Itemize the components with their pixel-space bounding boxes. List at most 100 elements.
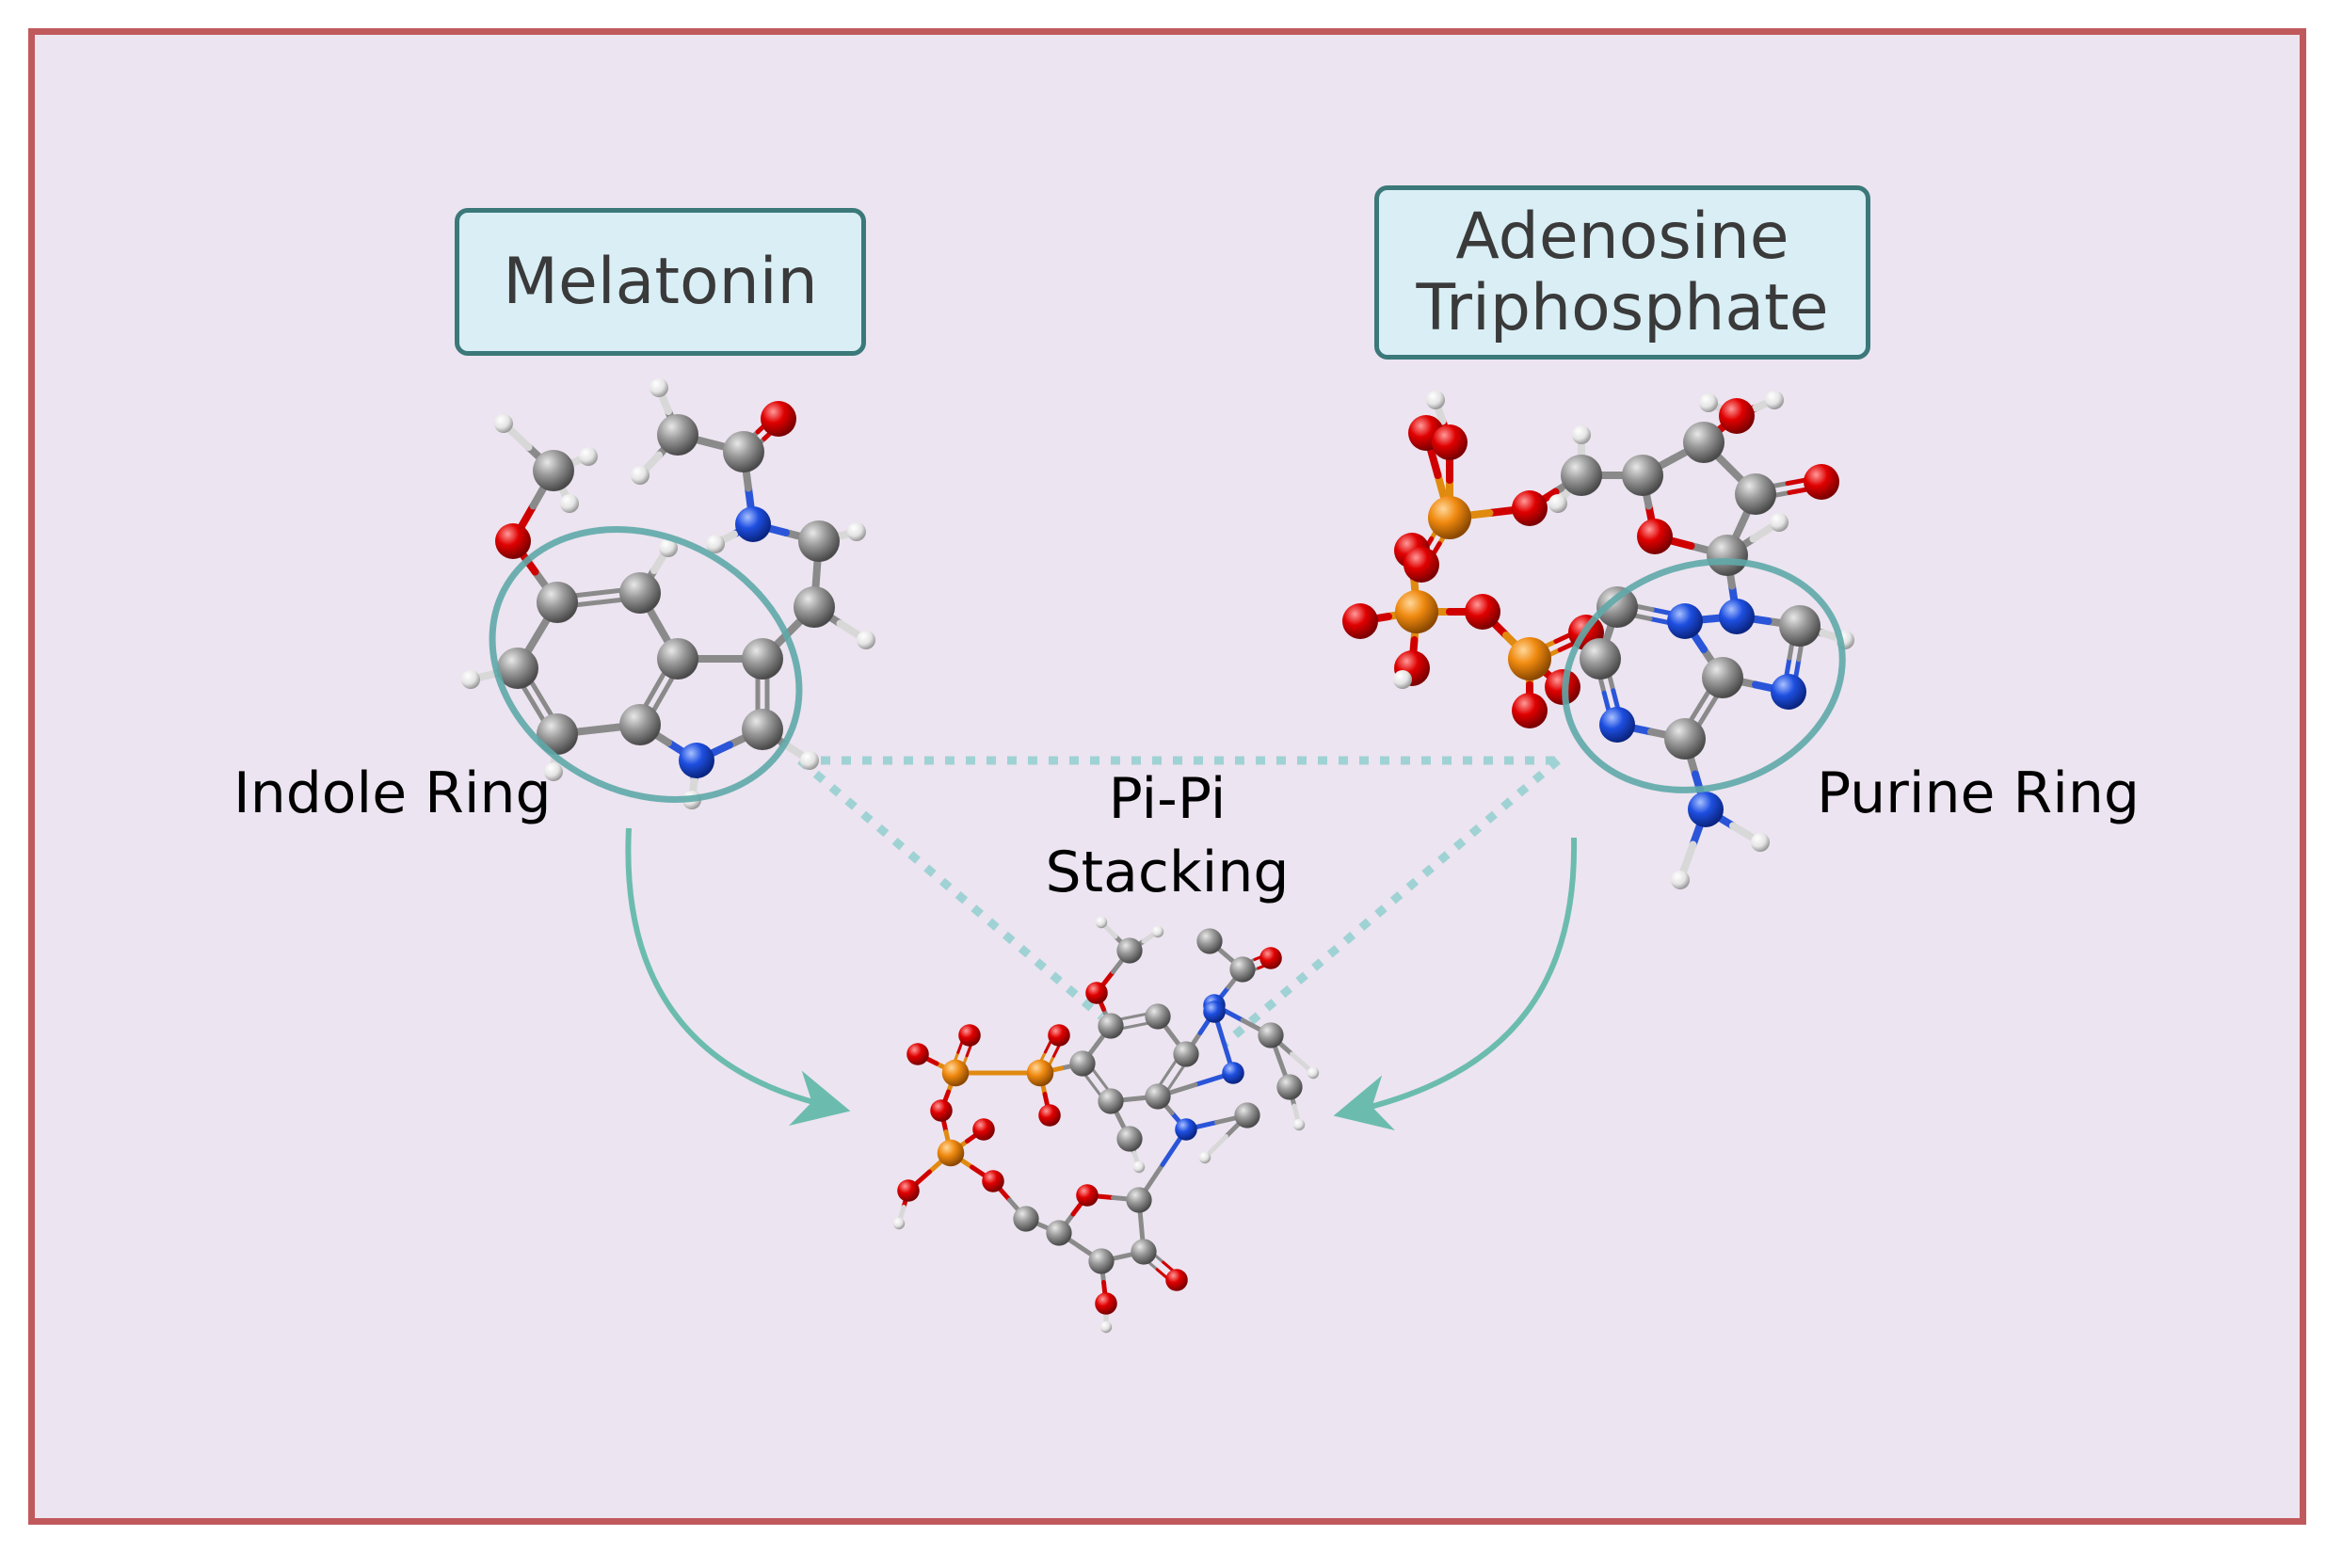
- oxygen-atom: [1719, 398, 1755, 434]
- hydrogen-atom: [1548, 494, 1567, 513]
- carbon-atom: [619, 572, 661, 614]
- oxygen-atom: [1076, 1184, 1099, 1207]
- carbon-atom: [1707, 535, 1748, 576]
- hydrogen-atom: [1099, 1320, 1113, 1334]
- oxygen-atom: [1259, 947, 1282, 969]
- oxygen-atom: [1804, 464, 1839, 500]
- nitrogen-atom: [735, 506, 771, 542]
- carbon-atom: [657, 414, 698, 456]
- hydrogen-atom: [1671, 871, 1690, 889]
- stacked-complex-molecule: [892, 916, 1320, 1334]
- carbon-atom: [1779, 605, 1821, 647]
- hydrogen-atom: [631, 466, 650, 485]
- carbon-atom: [1098, 1088, 1124, 1114]
- indole-ring-highlight: [489, 526, 803, 803]
- carbon-atom: [1088, 1248, 1115, 1274]
- indole-ring-label: Indole Ring: [233, 760, 552, 826]
- carbon-atom: [1046, 1220, 1072, 1246]
- carbon-atom: [798, 520, 840, 562]
- carbon-atom: [1145, 1003, 1171, 1030]
- hydrogen-atom: [461, 670, 480, 689]
- carbon-atom: [794, 586, 835, 628]
- atp-title-box: Adenosine Triphosphate: [1374, 185, 1870, 360]
- carbon-atom: [1131, 1239, 1157, 1265]
- oxygen-atom: [1512, 490, 1548, 526]
- carbon-atom: [1702, 657, 1743, 698]
- hydrogen-atom: [800, 751, 819, 770]
- phosphorus-atom: [1428, 496, 1471, 539]
- hydrogen-atom: [1292, 1118, 1306, 1131]
- carbon-atom: [742, 638, 783, 680]
- nitrogen-atom: [679, 743, 714, 778]
- oxygen-atom: [906, 1043, 929, 1065]
- oxygen-atom: [1048, 1024, 1070, 1047]
- oxygen-atom: [1038, 1104, 1061, 1127]
- carbon-atom: [1126, 1187, 1152, 1213]
- oxygen-atom: [1095, 1292, 1117, 1315]
- carbon-atom: [1561, 455, 1602, 496]
- left-curved-arrow: [625, 827, 851, 1127]
- atp-title-line2: Triphosphate: [1416, 270, 1829, 345]
- carbon-atom: [1069, 1050, 1096, 1077]
- pi-pi-stacking-label: Pi-Pi Stacking: [1017, 762, 1318, 909]
- hydrogen-atom: [1132, 1160, 1146, 1174]
- phosphorus-atom: [1395, 590, 1438, 633]
- carbon-atom: [1116, 1126, 1143, 1152]
- nitrogen-atom: [1771, 674, 1806, 710]
- hydrogen-atom: [1393, 670, 1412, 689]
- carbon-atom: [1234, 1102, 1260, 1128]
- hydrogen-atom: [1307, 1066, 1320, 1080]
- right-curved-arrow: [1333, 837, 1578, 1130]
- carbon-atom: [533, 450, 574, 491]
- carbon-atom: [1580, 638, 1621, 680]
- phosphorus-atom: [1026, 1059, 1054, 1087]
- melatonin-title: Melatonin: [503, 244, 818, 319]
- hydrogen-atom: [650, 378, 668, 397]
- oxygen-atom: [972, 1118, 995, 1141]
- carbon-atom: [1116, 937, 1143, 964]
- hydrogen-atom: [494, 414, 513, 433]
- phosphorus-atom: [937, 1139, 965, 1167]
- oxygen-atom: [1432, 424, 1468, 460]
- oxygen-atom: [761, 401, 796, 437]
- carbon-atom: [1276, 1074, 1303, 1100]
- carbon-atom: [1098, 1013, 1124, 1039]
- hydrogen-atom: [1095, 916, 1108, 929]
- oxygen-atom: [897, 1179, 920, 1202]
- carbon-atom: [537, 713, 578, 755]
- carbon-atom: [1735, 473, 1776, 515]
- carbon-atom: [742, 709, 783, 750]
- hydrogen-atom: [1765, 391, 1784, 409]
- hydrogen-atom: [1426, 391, 1445, 409]
- atp-title-line1: Adenosine: [1455, 199, 1789, 274]
- hydrogen-atom: [544, 762, 563, 781]
- purine-ring-highlight: [1562, 558, 1846, 793]
- carbon-atom: [657, 638, 698, 680]
- hydrogen-atom: [1699, 393, 1718, 412]
- carbon-atom: [1258, 1022, 1284, 1048]
- hydrogen-atom: [579, 447, 598, 466]
- oxygen-atom: [958, 1024, 981, 1047]
- carbon-atom: [1229, 956, 1256, 983]
- pi-pi-line1: Pi-Pi: [1108, 766, 1227, 832]
- hydrogen-atom: [1751, 833, 1770, 852]
- carbon-atom: [1013, 1206, 1039, 1232]
- nitrogen-atom: [1719, 599, 1755, 634]
- nitrogen-atom: [1688, 792, 1724, 827]
- carbon-atom: [497, 648, 538, 689]
- oxygen-atom: [1512, 693, 1548, 728]
- hydrogen-atom: [1151, 925, 1164, 938]
- carbon-atom: [1145, 1083, 1171, 1110]
- hydrogen-atom: [1572, 425, 1591, 444]
- nitrogen-atom: [1175, 1118, 1197, 1141]
- nitrogen-atom: [1222, 1062, 1244, 1084]
- oxygen-atom: [1342, 603, 1378, 639]
- carbon-atom: [1596, 586, 1638, 628]
- carbon-atom: [723, 431, 764, 472]
- nitrogen-atom: [1203, 1000, 1226, 1023]
- oxygen-atom: [982, 1170, 1004, 1192]
- oxygen-atom: [1637, 519, 1673, 554]
- oxygen-atom: [495, 523, 531, 559]
- purine-ring-label: Purine Ring: [1817, 760, 2140, 826]
